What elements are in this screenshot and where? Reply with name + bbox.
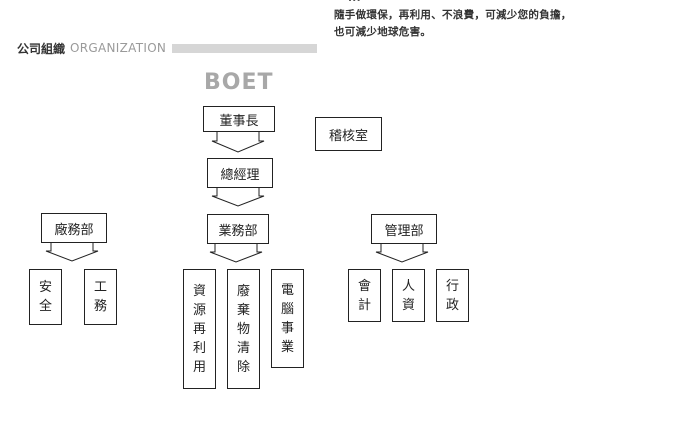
note-cut-line: ...	[348, 0, 361, 7]
gm-label: 總經理	[220, 167, 260, 183]
unit-char: 物	[236, 321, 250, 337]
unit-char: 資	[401, 297, 415, 313]
unit-char: 除	[236, 359, 250, 375]
header-divider-bar	[172, 43, 317, 53]
chevron-down-icon	[45, 243, 99, 262]
unit-char: 腦	[280, 301, 294, 317]
unit-char: 事	[280, 320, 294, 336]
business-dept-box: 業務部	[207, 214, 269, 244]
unit-char: 工	[93, 280, 107, 295]
unit-char: 用	[192, 359, 206, 375]
unit-char: 會	[357, 278, 371, 294]
chevron-down-icon	[211, 188, 265, 207]
unit-accounting: 會 計	[348, 269, 381, 322]
unit-char: 務	[93, 299, 107, 314]
unit-char: 再	[192, 321, 206, 337]
section-title: 公司組織	[17, 41, 66, 56]
unit-char: 計	[357, 297, 371, 313]
unit-char: 行	[445, 278, 459, 294]
chairman-label: 董事長	[219, 113, 259, 129]
unit-char: 資	[192, 283, 206, 299]
unit-char: 電	[280, 282, 294, 298]
unit-char: 清	[236, 340, 250, 356]
unit-safety: 安 全	[29, 269, 62, 325]
gm-box: 總經理	[207, 158, 273, 188]
unit-char: 業	[280, 339, 294, 355]
boet-logo: BOET	[204, 70, 274, 95]
unit-hr: 人 資	[392, 269, 425, 322]
unit-char: 廢	[236, 283, 250, 299]
factory-dept-box: 廠務部	[41, 213, 107, 243]
section-header: 公司組織 ORGANIZATION	[17, 40, 317, 56]
unit-waste-removal: 廢 棄 物 清 除	[227, 269, 260, 389]
unit-char: 利	[192, 340, 206, 356]
chairman-box: 董事長	[203, 106, 275, 132]
audit-box: 稽核室	[315, 117, 382, 151]
unit-char: 源	[192, 302, 206, 318]
audit-label: 稽核室	[328, 128, 368, 144]
chevron-down-icon	[211, 132, 265, 153]
chevron-down-icon	[375, 244, 429, 263]
chevron-down-icon	[209, 244, 263, 263]
management-dept-label: 管理部	[384, 223, 424, 239]
unit-computer-business: 電 腦 事 業	[271, 269, 304, 368]
unit-char: 安	[38, 280, 52, 295]
unit-resource-recycling: 資 源 再 利 用	[183, 269, 216, 389]
unit-administration: 行 政	[436, 269, 469, 322]
unit-char: 人	[401, 278, 415, 294]
note-line-2: 也可減少地球危害。	[334, 26, 432, 38]
business-dept-label: 業務部	[218, 223, 258, 239]
section-subtitle: ORGANIZATION	[70, 41, 167, 55]
factory-dept-label: 廠務部	[54, 222, 94, 238]
management-dept-box: 管理部	[371, 214, 437, 244]
note-line-1: 隨手做環保，再利用、不浪費，可減少您的負擔，	[334, 9, 572, 21]
unit-char: 全	[38, 299, 52, 314]
unit-char: 棄	[236, 302, 250, 318]
unit-char: 政	[445, 297, 459, 313]
unit-engineering: 工 務	[84, 269, 117, 325]
